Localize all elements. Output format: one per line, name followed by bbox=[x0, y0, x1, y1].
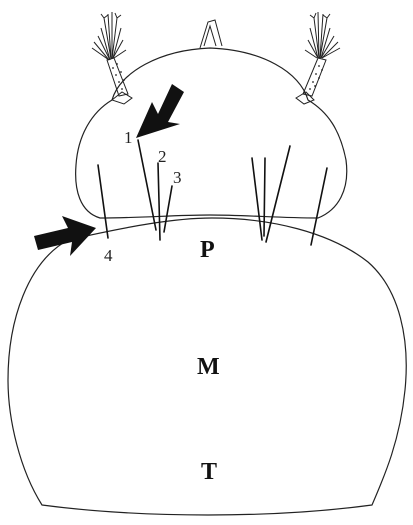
antenna-right bbox=[302, 57, 327, 97]
arrow-pointer-top bbox=[136, 84, 184, 138]
labrum bbox=[199, 19, 223, 49]
region-label-mesothorax: M bbox=[197, 354, 220, 380]
head-capsule bbox=[75, 47, 348, 219]
thorax-body bbox=[7, 217, 407, 516]
seta-label-1: 1 bbox=[124, 128, 133, 147]
seta-a-right bbox=[251, 157, 263, 241]
seta-label-3: 3 bbox=[173, 168, 182, 187]
region-label-prothorax: P bbox=[200, 237, 215, 263]
seta-d-right bbox=[310, 167, 328, 246]
arrow-pointer-left bbox=[34, 216, 96, 256]
seta-2-left bbox=[157, 162, 161, 241]
labrum-inner bbox=[203, 24, 217, 47]
seta-label-4: 4 bbox=[104, 246, 113, 265]
seta-label-2: 2 bbox=[158, 147, 167, 166]
region-label-metathorax: T bbox=[201, 459, 217, 485]
seta-1-left bbox=[137, 139, 157, 231]
antenna-left-tuft bbox=[91, 12, 127, 61]
seta-c-right bbox=[265, 145, 291, 243]
seta-b-right bbox=[263, 157, 266, 237]
seta-3-left bbox=[163, 185, 173, 233]
seta-4-left bbox=[97, 164, 109, 239]
antenna-right-tuft bbox=[304, 11, 341, 59]
